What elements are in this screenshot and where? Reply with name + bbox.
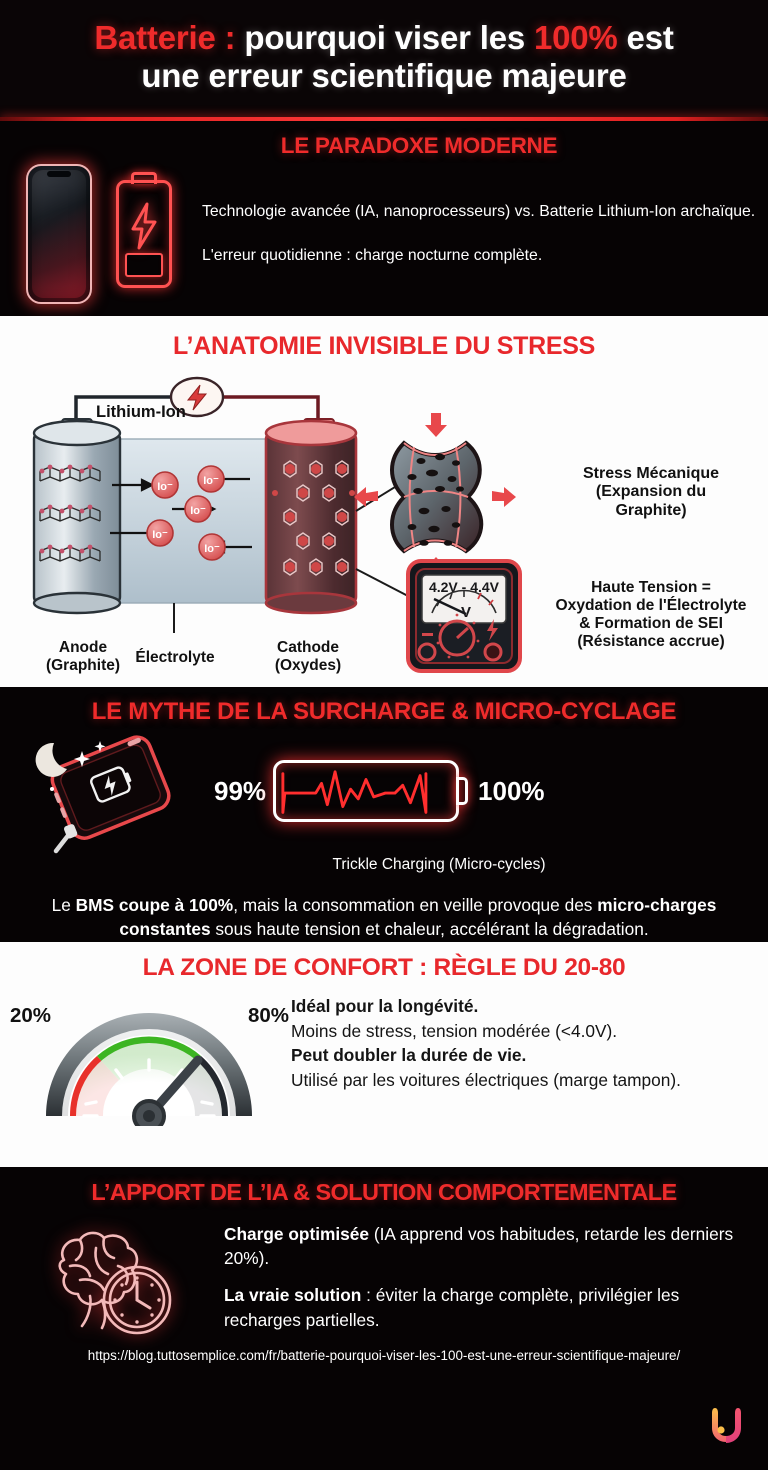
diagram-label-cathode: Cathode(Oxydes): [274, 639, 342, 674]
battery-diagram-svg: Io⁻ Io⁻ Io⁻ Io⁻ Io⁻: [32, 376, 522, 673]
trickle-charging-caption: Trickle Charging (Micro-cycles): [332, 856, 546, 873]
voltmeter-unit: V: [461, 604, 471, 621]
gauge-label-80: 80%: [247, 1004, 289, 1027]
section4-heading: LA ZONE DE CONFORT : RÈGLE DU 20-80: [142, 954, 626, 981]
percent-label-100: 100%: [478, 775, 545, 806]
list-item: Moins de stress, tension modérée (<4.0V)…: [291, 1020, 618, 1041]
svg-text:Io⁻: Io⁻: [190, 505, 206, 517]
page-title-line-2: une erreur scientifique majeure: [141, 57, 627, 94]
section-mythe-surcharge: LE MYTHE DE LA SURCHARGE & MICRO-CYCLAGE: [0, 687, 768, 942]
lightning-bolt-icon: [131, 202, 157, 250]
brain-clock-icon: [58, 1231, 172, 1335]
section3-heading: LE MYTHE DE LA SURCHARGE & MICRO-CYCLAGE: [91, 698, 677, 725]
body-text-run: , mais la consommation en veille provoqu…: [233, 895, 598, 915]
section1-paragraph-2: L'erreur quotidienne : charge nocturne c…: [202, 247, 543, 264]
voltmeter-illustration: 4.2V - 4.4V V: [406, 559, 522, 673]
tuttosemplice-logo: [712, 1408, 741, 1443]
section4-bullet-list: Idéal pour la longévité. Moins de stress…: [291, 994, 681, 1092]
title-highlight-batterie: Batterie :: [94, 18, 236, 56]
diagram-label-anode: Anode(Graphite): [45, 639, 121, 674]
smartphone-icon: [26, 164, 92, 304]
section5-heading: L’APPORT DE L’IA & SOLUTION COMPORTEMENT…: [91, 1179, 677, 1205]
section-apport-ia: L’APPORT DE L’IA & SOLUTION COMPORTEMENT…: [0, 1167, 768, 1470]
diagram-label-electrolyte: Électrolyte: [135, 649, 215, 666]
svg-text:Io⁻: Io⁻: [203, 475, 219, 487]
section1-text-block: Technologie avancée (IA, nanoprocesseurs…: [202, 201, 755, 267]
svg-text:Io⁻: Io⁻: [157, 481, 173, 493]
source-url[interactable]: https://blog.tuttosemplice.com/fr/batter…: [87, 1348, 681, 1363]
callout-stress-mecanique: Stress Mécanique (Expansion du Graphite): [582, 465, 720, 519]
callout-haute-tension: Haute Tension = Oxydation de l'Électroly…: [555, 579, 747, 650]
body-text-run: sous haute tension et chaleur, accéléran…: [210, 918, 649, 939]
section-anatomie-du-stress: L’ANATOMIE INVISIBLE DU STRESS: [0, 316, 768, 687]
title-highlight-100: 100%: [533, 18, 618, 56]
trickle-charging-battery-icon: [273, 760, 460, 822]
title-divider: [0, 117, 768, 121]
title-text-b: est: [617, 18, 674, 56]
section1-paragraph-1: Technologie avancée (IA, nanoprocesseurs…: [202, 203, 756, 221]
section5-bullet-list: Charge optimisée (IA apprend vos habitud…: [224, 1222, 750, 1332]
page-title-line-1: Batterie : pourquoi viser les 100% est: [14, 19, 754, 57]
ecg-waveform: [281, 770, 428, 814]
list-item: Idéal pour la longévité.: [291, 996, 479, 1016]
sleeping-phone-icon: [35, 735, 171, 854]
list-item: Peut doubler la durée de vie.: [291, 1045, 527, 1066]
gauge-svg: [46, 1013, 252, 1126]
section2-heading: L’ANATOMIE INVISIBLE DU STRESS: [172, 332, 596, 360]
emphasis-text: BMS coupe à 100%: [75, 895, 234, 915]
section3-paragraph: Le BMS coupe à 100%, mais la consommatio…: [0, 890, 768, 942]
section1-heading: LE PARADOXE MODERNE: [280, 133, 558, 158]
emphasis-text: micro-charges constantes: [119, 895, 717, 939]
percent-label-99: 99%: [214, 775, 267, 806]
voltmeter-reading: 4.2V - 4.4V: [429, 579, 500, 595]
neon-battery-icon: [116, 180, 172, 288]
svg-text:Io⁻: Io⁻: [204, 543, 220, 555]
list-item: La vraie solution : éviter la charge com…: [224, 1285, 680, 1330]
title-text-a: pourquoi viser les: [235, 18, 534, 56]
ion-group: Io⁻ Io⁻ Io⁻ Io⁻ Io⁻: [146, 465, 226, 561]
section-paradoxe-moderne: LE PARADOXE MODERNE Technologie avancée …: [0, 121, 768, 316]
list-item: Utilisé par les voitures électriques (ma…: [291, 1069, 681, 1090]
title-banner: Batterie : pourquoi viser les 100% est u…: [0, 0, 768, 118]
body-text-run: Le: [51, 895, 76, 915]
section-zone-de-confort: LA ZONE DE CONFORT : RÈGLE DU 20-80 20% …: [0, 942, 768, 1167]
battery-anatomy-diagram: Io⁻ Io⁻ Io⁻ Io⁻ Io⁻: [0, 361, 768, 679]
diagram-label-lithium-ion: Lithium-Ion: [96, 403, 186, 421]
gauge-illustration: 20% 80%: [6, 990, 291, 1126]
gauge-label-20: 20%: [10, 1004, 52, 1027]
list-item: Charge optimisée (IA apprend vos habitud…: [224, 1224, 734, 1269]
svg-text:Io⁻: Io⁻: [152, 529, 168, 541]
